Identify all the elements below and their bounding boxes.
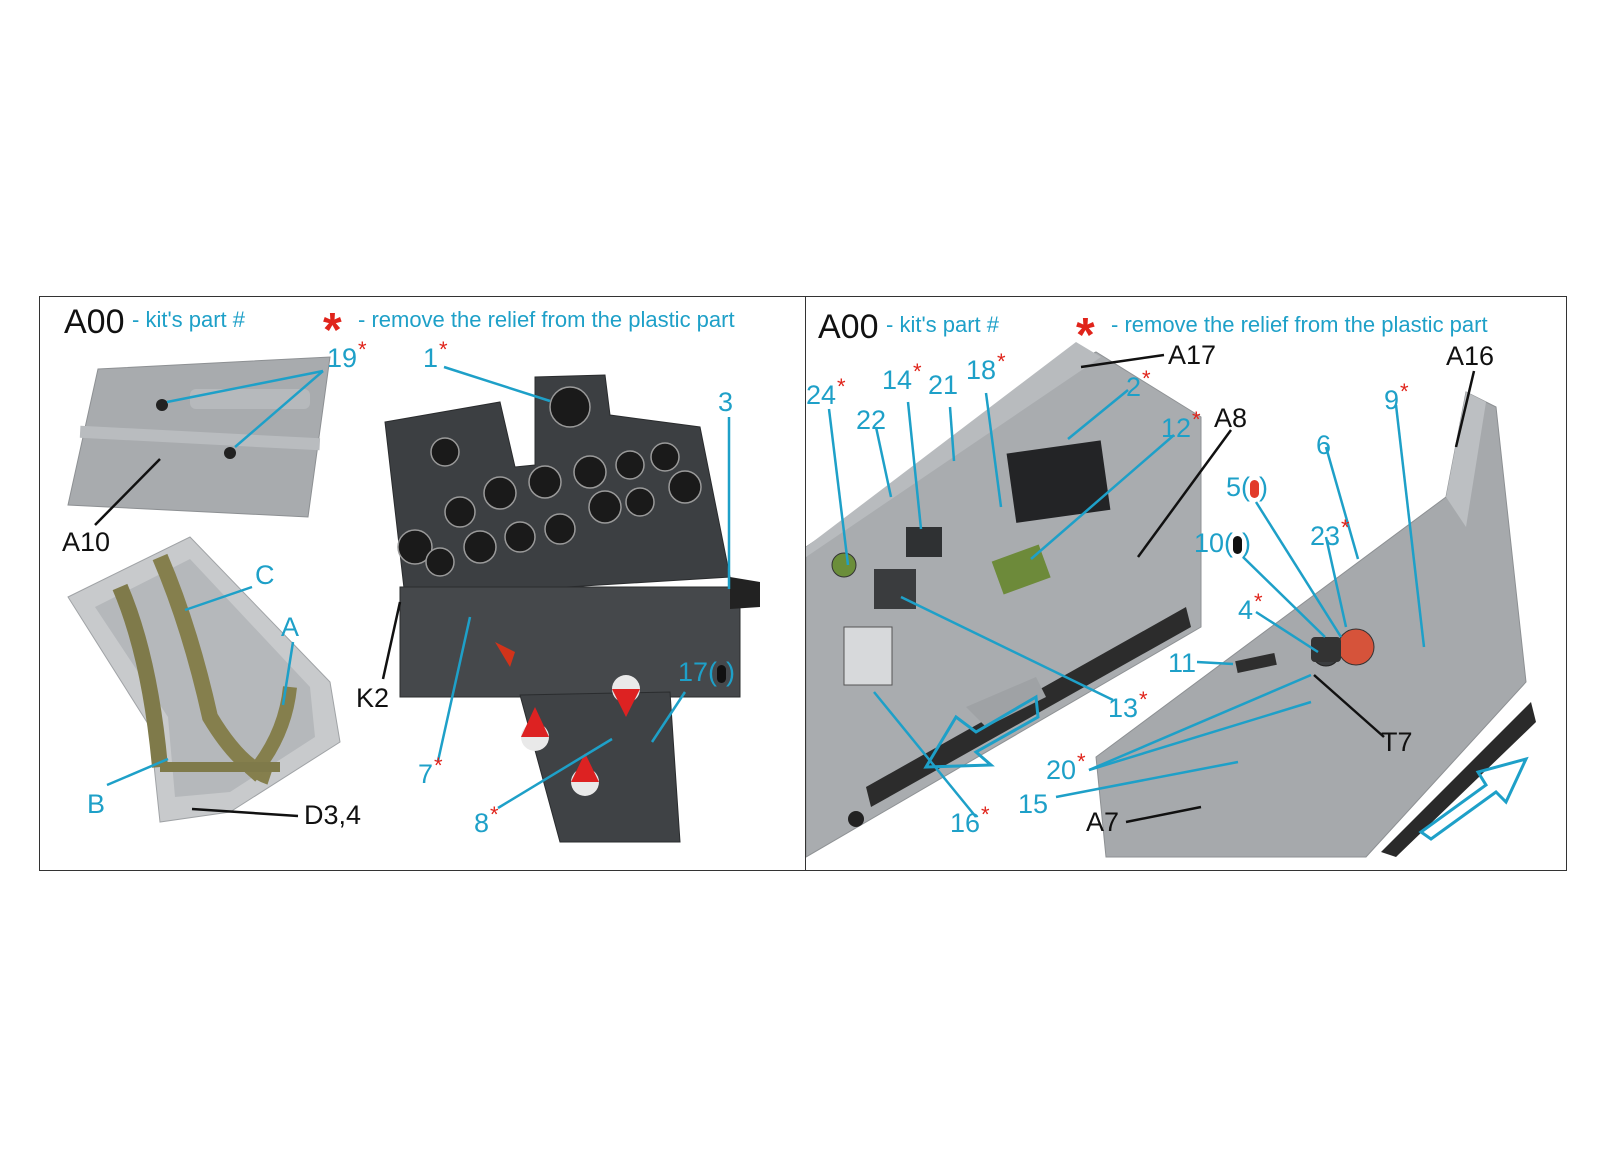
label-18: 18* xyxy=(966,349,1006,385)
seat-d34 xyxy=(67,536,341,823)
label-c: C xyxy=(255,560,275,590)
label-23: 23* xyxy=(1310,515,1350,551)
legend-code: A00 xyxy=(64,303,125,341)
label-13: 13* xyxy=(1108,687,1148,723)
label-10: 10() xyxy=(1194,528,1252,558)
left-artwork xyxy=(67,356,760,843)
label-a: A xyxy=(281,612,300,642)
legend-star-text: - remove the relief from the plastic par… xyxy=(358,307,735,332)
toggle-icon-dark xyxy=(717,665,727,683)
left-black-leaders xyxy=(94,458,402,818)
legend-star-right: * xyxy=(1076,309,1095,362)
left-diagram-panel: A00 - kit's part # * - remove the relief… xyxy=(39,296,807,871)
label-a7: A7 xyxy=(1086,807,1120,837)
label-12: 12* xyxy=(1161,407,1201,443)
label-22: 22 xyxy=(856,405,887,435)
label-3: 3 xyxy=(718,387,734,417)
floor-part-a10 xyxy=(67,356,331,518)
right-diagram-panel: A00 - kit's part # * - remove the relief… xyxy=(805,296,1567,871)
label-b: B xyxy=(87,789,106,819)
label-t7: T7 xyxy=(1381,727,1413,757)
label-4: 4* xyxy=(1238,589,1263,625)
toggle-icon-black xyxy=(1233,536,1243,554)
legend-code-text-right: - kit's part # xyxy=(886,312,1000,337)
label-d34: D3,4 xyxy=(304,800,362,830)
right-black-leaders xyxy=(1080,353,1476,824)
label-14: 14* xyxy=(882,359,922,395)
label-20: 20* xyxy=(1046,749,1086,785)
part-19-dot-b xyxy=(224,447,236,459)
label-11: 11 xyxy=(1168,648,1197,678)
label-7: 7* xyxy=(418,753,443,789)
right-artwork xyxy=(806,342,1536,858)
legend-star-text-right: - remove the relief from the plastic par… xyxy=(1111,312,1488,337)
label-6: 6 xyxy=(1316,430,1332,460)
label-a16: A16 xyxy=(1446,341,1495,371)
label-5: 5() xyxy=(1226,472,1269,502)
label-24: 24* xyxy=(806,374,846,410)
legend-code-right: A00 xyxy=(818,308,879,346)
part-19-dot-a xyxy=(156,399,168,411)
right-blue-leaders xyxy=(827,389,1426,818)
label-1: 1* xyxy=(423,337,448,373)
label-a8: A8 xyxy=(1214,403,1248,433)
label-19: 19* xyxy=(327,337,367,373)
left-blue-leaders xyxy=(106,365,731,810)
label-2: 2* xyxy=(1126,366,1151,402)
label-9: 9* xyxy=(1384,379,1409,415)
label-15: 15 xyxy=(1018,789,1049,819)
label-21: 21 xyxy=(928,370,959,400)
legend-code-text: - kit's part # xyxy=(132,307,246,332)
label-a17: A17 xyxy=(1168,340,1217,370)
label-17: 17() xyxy=(678,657,736,687)
toggle-icon-red xyxy=(1250,480,1260,498)
label-a10: A10 xyxy=(62,527,111,557)
label-16: 16* xyxy=(950,802,990,838)
legend-star: * xyxy=(323,304,342,357)
label-k2: K2 xyxy=(356,683,390,713)
label-8: 8* xyxy=(474,802,499,838)
direction-arrows xyxy=(923,694,1529,841)
instrument-panel-k2 xyxy=(384,374,760,843)
